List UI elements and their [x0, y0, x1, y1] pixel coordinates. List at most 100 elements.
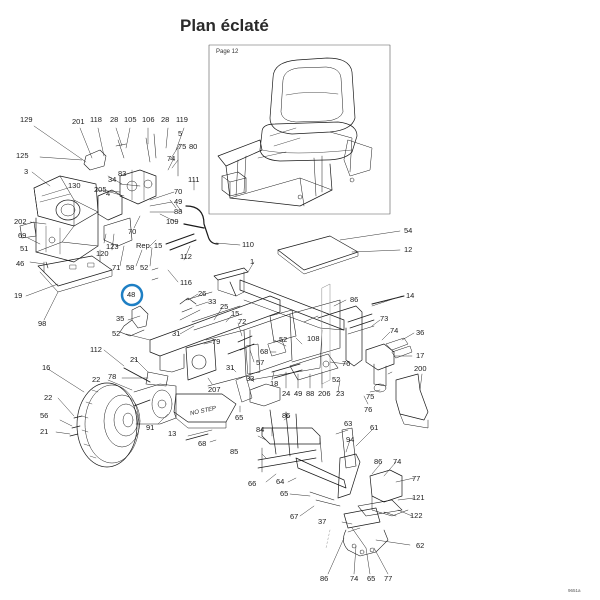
callout-36: 36 — [416, 328, 425, 337]
callout-125: 125 — [16, 151, 29, 160]
callout-23: 23 — [336, 389, 345, 398]
callout-206: 206 — [318, 389, 331, 398]
callout-71: 71 — [112, 263, 121, 272]
callout-86: 86 — [282, 411, 291, 420]
callout-4: 4 — [106, 189, 111, 198]
callout-80: 80 — [189, 142, 198, 151]
callout-49: 49 — [174, 197, 183, 206]
callout-116: 116 — [180, 278, 192, 287]
callout-88: 88 — [306, 389, 315, 398]
callout-24: 24 — [282, 389, 291, 398]
callout-66: 66 — [248, 479, 257, 488]
inset-page-reference: Page 12 — [216, 49, 239, 55]
callout-74: 74 — [167, 154, 176, 163]
callout-78: 78 — [108, 372, 117, 381]
callout-54: 54 — [404, 226, 413, 235]
step-plate: NO STEP — [173, 393, 237, 429]
callout-112: 112 — [90, 345, 102, 354]
callout-79: 79 — [212, 337, 221, 346]
callout-48: 48 — [127, 290, 136, 299]
callout-15: 15 — [231, 309, 240, 318]
callout-33: 33 — [246, 374, 255, 383]
callout-34: 34 — [108, 175, 117, 184]
callout-84: 84 — [256, 425, 265, 434]
callout-22: 22 — [92, 375, 101, 384]
callout-68: 68 — [260, 347, 269, 356]
callout-86: 86 — [320, 574, 329, 583]
callout-70: 70 — [174, 187, 183, 196]
page-title: Plan éclaté — [180, 16, 269, 35]
callout-16: 16 — [42, 363, 51, 372]
callout-52: 52 — [279, 335, 288, 344]
callout-75: 75 — [366, 392, 375, 401]
callout-33: 33 — [208, 297, 217, 306]
callout-65: 65 — [367, 574, 376, 583]
callout-109: 109 — [166, 217, 179, 226]
callout-52: 52 — [332, 375, 341, 384]
callout-86: 86 — [374, 457, 383, 466]
callout-63: 63 — [344, 419, 353, 428]
callout-65: 65 — [235, 413, 244, 422]
callout-86: 86 — [350, 295, 359, 304]
callout-19: 19 — [14, 291, 23, 300]
callout-37: 37 — [318, 517, 327, 526]
callout-17: 17 — [416, 351, 425, 360]
callout-67: 67 — [290, 512, 299, 521]
callout-13: 13 — [168, 429, 177, 438]
callout-69: 69 — [18, 231, 27, 240]
callout-98: 98 — [38, 319, 47, 328]
callout-65: 65 — [280, 489, 289, 498]
callout-83: 83 — [118, 169, 127, 178]
figure-code: 9651a — [568, 588, 581, 593]
callout-12: 12 — [404, 245, 413, 254]
highlight-circle — [120, 283, 144, 307]
callout-18: 18 — [270, 379, 279, 388]
callout-57: 57 — [256, 358, 265, 367]
callout-112: 112 — [180, 252, 192, 261]
callout-3: 3 — [24, 167, 29, 176]
callout-85: 85 — [230, 447, 239, 456]
callout-14: 14 — [406, 291, 415, 300]
callout-106: 106 — [142, 115, 155, 124]
seat-plate — [277, 235, 359, 275]
callout-121: 121 — [412, 493, 425, 502]
callout-88: 88 — [174, 207, 183, 216]
engine-assembly — [19, 133, 219, 293]
callout-129: 129 — [20, 115, 33, 124]
callout-108: 108 — [307, 334, 320, 343]
callout-202: 202 — [14, 217, 27, 226]
callout-200: 200 — [414, 364, 427, 373]
callout-105: 105 — [124, 115, 137, 124]
callout-28: 28 — [161, 115, 170, 124]
callout-51: 51 — [20, 244, 29, 253]
wheel-assembly — [76, 382, 177, 468]
callout-123: 123 — [106, 242, 119, 251]
callout-21: 21 — [40, 427, 49, 436]
callout-74: 74 — [393, 457, 402, 466]
middle-small-parts — [45, 261, 303, 441]
callout-91: 91 — [146, 423, 155, 432]
callout-201: 201 — [72, 117, 85, 126]
callout-35: 35 — [116, 314, 125, 323]
callout-74: 74 — [390, 326, 399, 335]
callout-46: 46 — [16, 259, 25, 268]
callout-75: 75 — [178, 142, 187, 151]
callout-118: 118 — [90, 115, 102, 124]
callout-1: 1 — [250, 257, 255, 266]
callout-58: 58 — [126, 263, 135, 272]
callout-207: 207 — [208, 385, 221, 394]
callout-22: 22 — [44, 393, 53, 402]
callout-130: 130 — [68, 181, 81, 190]
callout-64: 64 — [276, 477, 285, 486]
callout-68: 68 — [198, 439, 207, 448]
callout-49: 49 — [294, 389, 303, 398]
callout-31: 31 — [172, 329, 181, 338]
callout-122: 122 — [410, 511, 423, 520]
callout-76: 76 — [364, 405, 373, 414]
callout-110: 110 — [242, 240, 254, 249]
callout-rep-15: Rep. 15 — [136, 241, 163, 250]
callout-73: 73 — [380, 314, 389, 323]
callout-120: 120 — [96, 249, 109, 258]
